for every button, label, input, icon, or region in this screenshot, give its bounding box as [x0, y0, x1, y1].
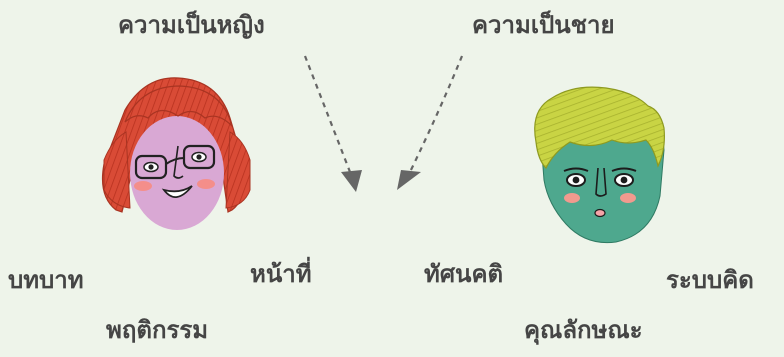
arrow-left	[303, 55, 362, 192]
word-role: บทบาท	[8, 266, 84, 294]
femininity-heading: ความเป็นหญิง	[118, 11, 265, 39]
word-attitude: ทัศนคติ	[424, 260, 504, 288]
word-mindset: ระบบคิด	[666, 266, 754, 294]
word-traits: คุณลักษณะ	[524, 316, 643, 344]
masculinity-heading: ความเป็นชาย	[472, 11, 615, 39]
word-behavior: พฤติกรรม	[106, 316, 209, 344]
man-face-illustration-icon	[534, 86, 665, 244]
arrow-right	[397, 55, 464, 190]
word-duty: หน้าที่	[250, 260, 312, 288]
woman-face-illustration-icon	[101, 77, 251, 230]
